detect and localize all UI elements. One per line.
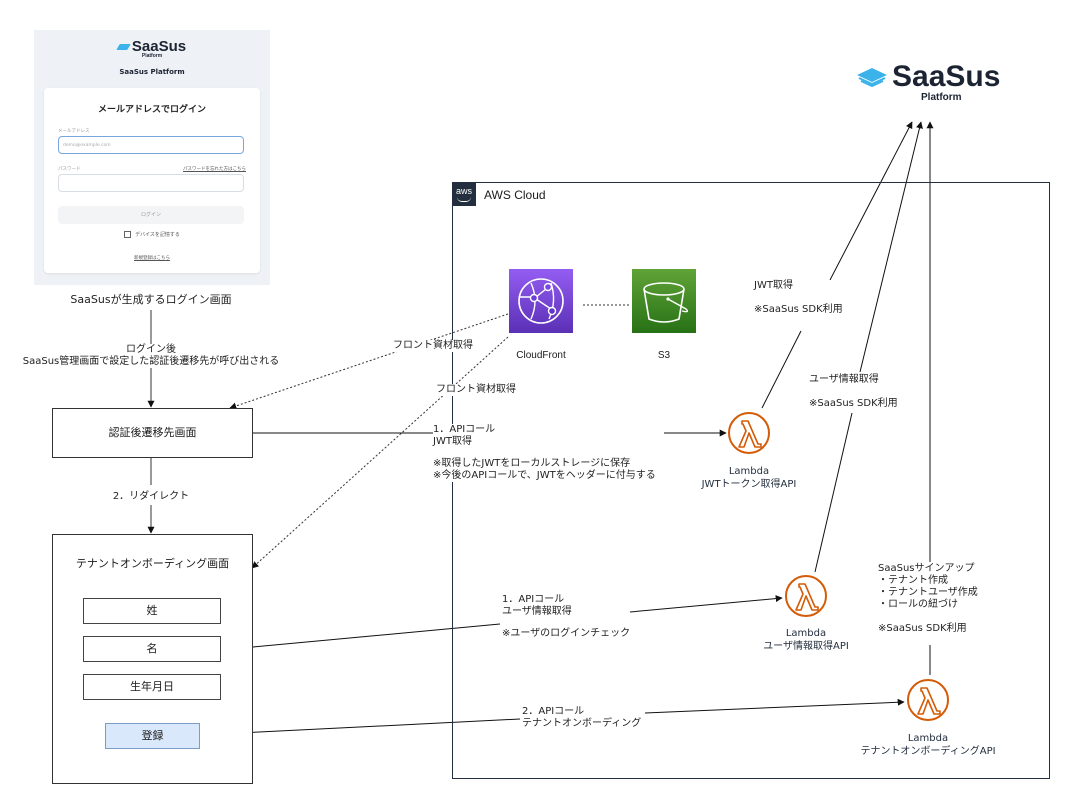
front-fetch-label-2: フロント資材取得 <box>436 384 516 396</box>
saasus-logo: SaaSus Platform <box>34 38 270 59</box>
platform-name: SaaSus Platform <box>119 68 185 76</box>
remember-device[interactable]: デバイスを記憶する <box>44 231 260 238</box>
saasus-logo-icon <box>116 44 131 51</box>
register-button[interactable]: 登録 <box>105 723 200 749</box>
saasus-login-screenshot: SaaSus Platform SaaSus Platform メールアドレスで… <box>34 30 270 285</box>
after-login-label: ログイン後 SaaSus管理画面で設定した認証後遷移先が呼び出される <box>8 344 294 368</box>
aws-cloud-title: AWS Cloud <box>484 188 546 202</box>
login-card: メールアドレスでログイン メールアドレス demo@example.com パス… <box>44 88 260 273</box>
lambda-jwt-label: Lambda JWTトークン取得API <box>701 466 797 490</box>
birthdate-field[interactable]: 生年月日 <box>83 674 221 700</box>
aws-logo-icon: aws <box>452 182 476 206</box>
password-field[interactable] <box>58 174 244 192</box>
forgot-password-link[interactable]: パスワードを忘れた方はこちら <box>183 167 246 172</box>
saasus-layers-icon <box>857 68 887 88</box>
email-field[interactable]: demo@example.com <box>58 136 244 154</box>
lambda-userinfo-icon <box>784 574 828 618</box>
last-name-field[interactable]: 姓 <box>83 598 221 624</box>
first-name-field[interactable]: 名 <box>83 636 221 662</box>
checkbox-icon[interactable] <box>124 231 132 238</box>
s3-bucket-icon <box>632 269 696 333</box>
email-label: メールアドレス <box>58 129 90 134</box>
cloudfront-label: CloudFront <box>516 350 566 361</box>
front-fetch-label-1: フロント資材取得 <box>393 340 473 352</box>
login-caption: SaaSusが生成するログイン画面 <box>51 294 251 306</box>
redirect-label: 2．リダイレクト <box>91 491 211 503</box>
login-title: メールアドレスでログイン <box>97 105 206 115</box>
cloudfront-icon <box>509 269 573 333</box>
s3-label: S3 <box>657 350 671 361</box>
login-button[interactable]: ログイン <box>58 206 244 224</box>
lambda-onboarding-label: Lambda テナントオンボーディングAPI <box>860 733 996 757</box>
onboarding-title: テナントオンボーディング画面 <box>75 557 230 570</box>
lambda-userinfo-label: Lambda ユーザ情報取得API <box>763 628 849 652</box>
saasus-signup-label: SaaSusサインアップ ・テナント作成 ・テナントユーザ作成 ・ロールの紐づけ… <box>878 563 978 635</box>
saasus-jwt-label: JWT取得 ※SaaSus SDK利用 <box>754 280 843 316</box>
lambda-jwt-icon <box>727 411 771 455</box>
auth-redirect-screen: 認証後遷移先画面 <box>52 408 253 458</box>
password-label: パスワード <box>58 167 81 172</box>
signup-link[interactable]: 新規登録はこちら <box>134 256 170 261</box>
lambda-onboarding-icon <box>906 678 950 722</box>
userinfo-call-label: 1．APIコール ユーザ情報取得 ※ユーザのログインチェック <box>502 594 631 639</box>
saasus-userinfo-label: ユーザ情報取得 ※SaaSus SDK利用 <box>809 374 898 410</box>
jwt-call-label: 1．APIコール JWT取得 ※取得したJWTをローカルストレージに保存 ※今後… <box>433 424 656 482</box>
onboarding-call-label: 2．APIコール テナントオンボーディング <box>522 706 642 730</box>
